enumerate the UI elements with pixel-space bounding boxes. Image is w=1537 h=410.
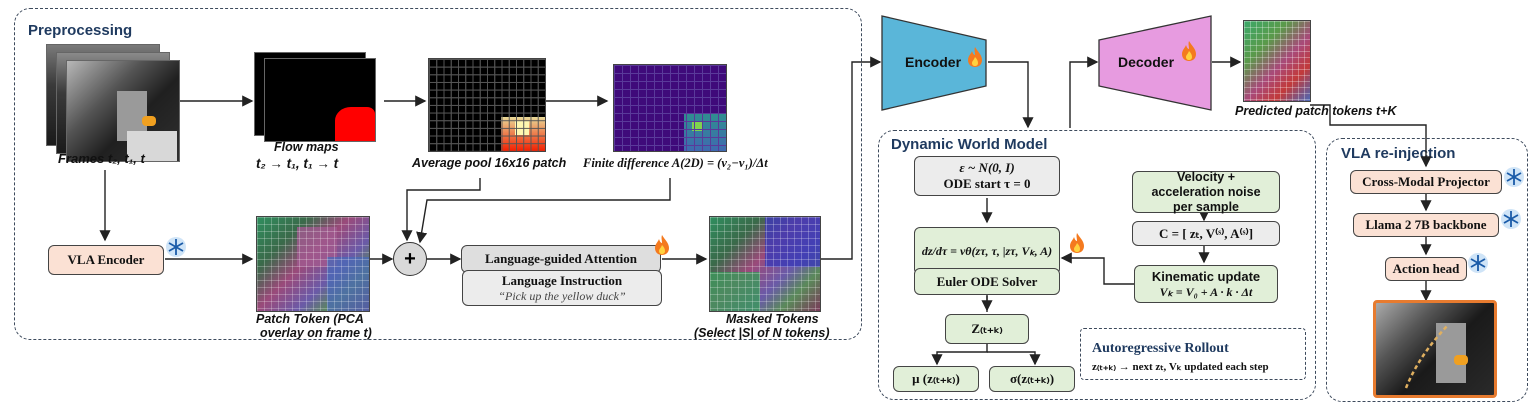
dwm-fire-icon <box>1070 233 1084 253</box>
predicted-tokens-image <box>1243 20 1311 102</box>
backbone-snowflake-icon <box>1501 209 1521 229</box>
flow-caption-1: Flow maps <box>274 140 339 154</box>
action-head-box[interactable]: Action head <box>1385 257 1467 281</box>
patch-token-image <box>256 216 370 312</box>
mu-label: μ (z₍ₜ₊ₖ₎) <box>912 371 960 387</box>
finite-diff-grid <box>613 64 727 152</box>
plus-circle: + <box>393 242 427 276</box>
autoregressive-text: z₍ₜ₊ₖ₎ → next zₜ, Vₖ updated each step <box>1092 361 1269 373</box>
ode-start-box[interactable]: ε ~ N(0, I) ODE start τ = 0 <box>914 156 1060 196</box>
c-vector-box[interactable]: C = [ zₜ, V⁽ˢ⁾, A⁽ˢ⁾] <box>1132 221 1280 246</box>
preprocessing-panel <box>14 8 862 340</box>
dwm-title: Dynamic World Model <box>891 136 1048 153</box>
frame-t <box>66 60 180 162</box>
velocity-field-box[interactable]: dz/dτ = vθ(zτ, τ, |zτ, Vₖ, A) <box>914 227 1060 275</box>
patch-token-caption-2: overlay on frame t) <box>260 326 372 340</box>
velocity-noise-label: Velocity + acceleration noise per sample <box>1151 169 1261 214</box>
masked-caption-2: (Select |S| of N tokens) <box>694 326 830 340</box>
encoder-shape[interactable] <box>880 14 988 112</box>
preprocessing-title: Preprocessing <box>28 22 133 39</box>
projector-label: Cross-Modal Projector <box>1362 174 1490 190</box>
vla-panel <box>1326 138 1528 402</box>
ode-start-label: ODE start τ = 0 <box>943 176 1031 191</box>
flow-caption-2: t₂ → t₁, t₁ → t <box>256 156 339 171</box>
projector-box[interactable]: Cross-Modal Projector <box>1350 170 1502 194</box>
lang-attention-label: Language-guided Attention <box>484 251 638 267</box>
z-next-box[interactable]: Z₍ₜ₊ₖ₎ <box>945 314 1029 344</box>
plus-sign: + <box>404 247 416 270</box>
velocity-noise-box[interactable]: Velocity + acceleration noise per sample <box>1132 169 1280 214</box>
sigma-box[interactable]: σ(z₍ₜ₊ₖ₎) <box>989 366 1075 392</box>
decoder-shape[interactable] <box>1097 14 1213 112</box>
ode-start-eps: ε ~ N(0, I) <box>959 160 1015 176</box>
backbone-label: Llama 2 7B backbone <box>1365 217 1487 233</box>
vla-encoder-label: VLA Encoder <box>67 252 145 268</box>
vla-encoder-box[interactable]: VLA Encoder <box>48 245 164 275</box>
fire-icon <box>655 235 669 255</box>
lang-instruction-box[interactable]: Language Instruction “Pick up the yellow… <box>462 270 662 306</box>
kinematic-box[interactable]: Kinematic update Vₖ = V₀ + A · k · Δt <box>1134 265 1278 303</box>
z-next-label: Z₍ₜ₊ₖ₎ <box>971 321 1003 337</box>
flow-map-2 <box>264 58 376 142</box>
masked-tokens-image <box>709 216 821 312</box>
velocity-field-eq: dz/dτ = vθ(zτ, τ, |zτ, Vₖ, A) <box>921 243 1053 258</box>
avg-pool-grid <box>428 58 546 152</box>
euler-solver-box[interactable]: Euler ODE Solver <box>914 268 1060 295</box>
lang-instruction-text: “Pick up the yellow duck” <box>498 288 626 303</box>
euler-solver-label: Euler ODE Solver <box>936 273 1038 289</box>
encoder-fire-icon <box>968 47 982 67</box>
backbone-box[interactable]: Llama 2 7B backbone <box>1353 213 1499 237</box>
autoregressive-title: Autoregressive Rollout <box>1092 341 1229 356</box>
predicted-caption: Predicted patch tokens t+K <box>1235 104 1397 118</box>
finite-diff-caption: Finite difference A(2D) = (v₂−v₁)/Δt <box>583 156 768 170</box>
action-trajectory <box>1404 324 1449 389</box>
kinematic-eq: Vₖ = V₀ + A · k · Δt <box>1159 284 1253 299</box>
snowflake-icon <box>166 237 186 257</box>
action-head-label: Action head <box>1392 261 1460 277</box>
decoder-label: Decoder <box>1118 54 1175 70</box>
autoregressive-box <box>1080 328 1306 380</box>
kinematic-title: Kinematic update <box>1151 269 1261 284</box>
encoder-label: Encoder <box>905 54 962 70</box>
masked-caption-1: Masked Tokens <box>726 312 819 326</box>
sigma-label: σ(z₍ₜ₊ₖ₎) <box>1009 371 1055 387</box>
dwm-panel <box>878 130 1316 400</box>
action-head-snowflake-icon <box>1468 253 1488 273</box>
decoder-fire-icon <box>1182 41 1196 61</box>
avg-pool-caption: Average pool 16x16 patch <box>412 156 567 170</box>
lang-attention-box[interactable]: Language-guided Attention <box>461 245 661 273</box>
lang-instruction-title: Language Instruction <box>501 273 623 288</box>
action-output-image <box>1373 300 1497 398</box>
mu-box[interactable]: μ (z₍ₜ₊ₖ₎) <box>893 366 979 392</box>
frames-caption: Frames t₂, t₁, t <box>58 151 145 166</box>
c-vector-label: C = [ zₜ, V⁽ˢ⁾, A⁽ˢ⁾] <box>1158 225 1254 241</box>
patch-token-caption-1: Patch Token (PCA <box>256 312 364 326</box>
projector-snowflake-icon <box>1504 167 1524 187</box>
